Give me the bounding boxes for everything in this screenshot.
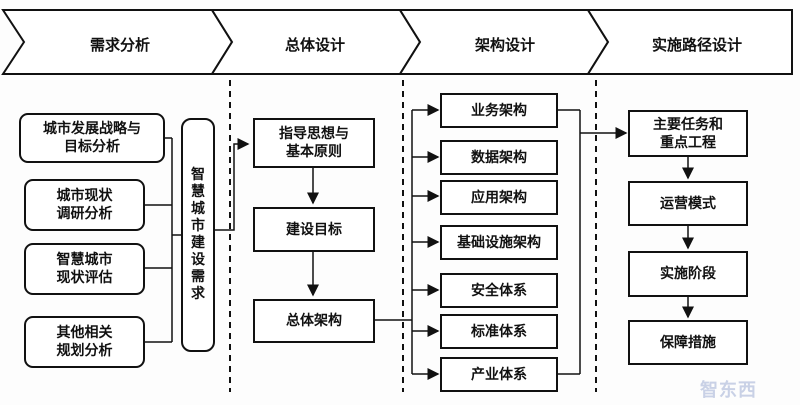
needs-output-char: 设	[191, 252, 205, 268]
needs-output-char: 智	[191, 167, 205, 183]
arch-security: 安全体系	[440, 273, 558, 308]
stage-label-arch: 架构设计	[474, 36, 535, 54]
arch-industry: 产业体系	[440, 357, 558, 392]
impl-phases: 实施阶段	[628, 251, 748, 297]
needs-output-char: 建	[191, 235, 205, 251]
arrow-needs-to-design	[215, 138, 250, 231]
needs-output-char: 城	[191, 201, 205, 217]
arch-business: 业务架构	[440, 93, 558, 128]
needs-input-strategy: 城市发展战略与 目标分析	[19, 113, 165, 163]
stage-label-needs: 需求分析	[89, 36, 150, 54]
needs-output-char: 求	[191, 286, 205, 302]
needs-input-survey: 城市现状 调研分析	[24, 179, 145, 231]
needs-input-assessment: 智慧城市 现状评估	[24, 243, 145, 295]
watermark-logo: 智东西	[700, 380, 757, 401]
needs-output-box: 智慧城市建设需求	[181, 118, 215, 352]
needs-input-other-plans: 其他相关 规划分析	[24, 316, 145, 368]
arch-application: 应用架构	[440, 180, 558, 215]
overall-goals: 建设目标	[253, 207, 375, 252]
stage-label-overall: 总体设计	[284, 36, 345, 54]
arch-standards: 标准体系	[440, 314, 558, 349]
stage-chevron-impl	[586, 9, 793, 75]
needs-output-char: 市	[191, 218, 205, 234]
needs-output-char: 慧	[191, 184, 205, 200]
stage-label-impl: 实施路径设计	[651, 36, 742, 54]
needs-output-char: 需	[191, 269, 205, 285]
arch-data: 数据架构	[440, 140, 558, 175]
arch-infrastructure: 基础设施架构	[440, 225, 558, 260]
overall-principles: 指导思想与 基本原则	[253, 118, 375, 168]
impl-operations: 运营模式	[628, 181, 748, 226]
overall-framework: 总体架构	[253, 299, 375, 343]
impl-safeguards: 保障措施	[628, 320, 748, 365]
impl-tasks: 主要任务和 重点工程	[628, 110, 748, 157]
